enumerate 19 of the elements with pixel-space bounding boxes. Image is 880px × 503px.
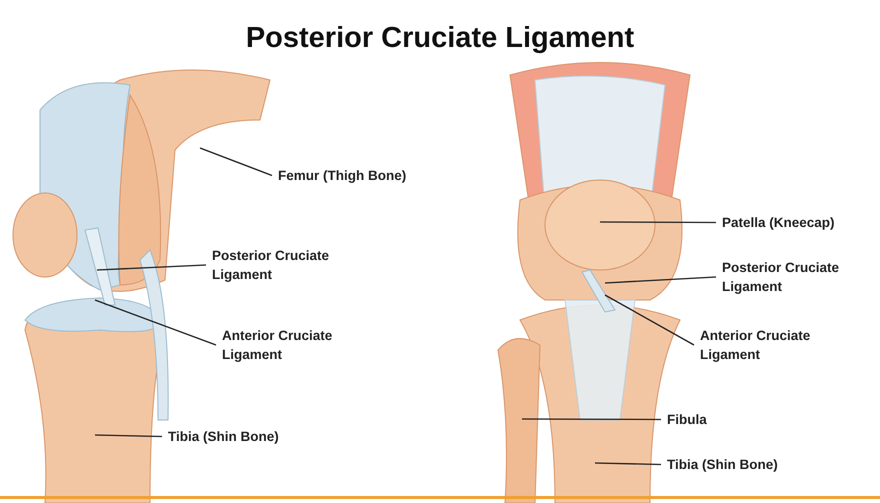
part-label: Anterior Cruciate Ligament bbox=[700, 326, 825, 364]
part-label: Femur (Thigh Bone) bbox=[278, 166, 448, 185]
leader-line bbox=[96, 264, 206, 271]
leader-line bbox=[200, 147, 272, 176]
part-label: Tibia (Shin Bone) bbox=[667, 455, 817, 474]
part-label: Tibia (Shin Bone) bbox=[168, 427, 318, 446]
part-label: Posterior Cruciate Ligament bbox=[722, 258, 857, 296]
leader-line bbox=[604, 294, 694, 346]
part-label: Fibula bbox=[667, 410, 767, 429]
part-label: Posterior Cruciate Ligament bbox=[212, 246, 347, 284]
leader-line bbox=[604, 276, 716, 284]
title: Posterior Cruciate Ligament bbox=[244, 22, 636, 55]
leader-line bbox=[94, 299, 216, 346]
part-label: Anterior Cruciate Ligament bbox=[222, 326, 347, 364]
part-label: Patella (Kneecap) bbox=[722, 213, 872, 232]
leader-line bbox=[522, 418, 661, 420]
leader-line bbox=[600, 221, 716, 224]
leader-line bbox=[94, 434, 162, 438]
leader-line bbox=[594, 462, 662, 466]
